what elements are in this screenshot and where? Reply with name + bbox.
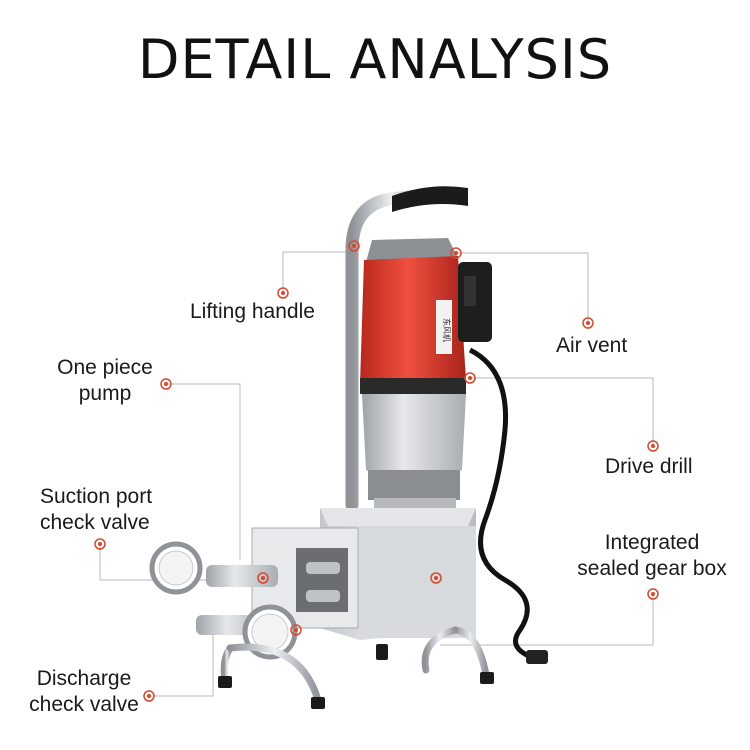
page-title: DETAIL ANALYSIS: [137, 28, 613, 91]
label-air-vent: Air vent: [556, 334, 628, 357]
label-drive-drill: Drive drill: [605, 455, 693, 478]
markers: [94, 240, 659, 702]
label-integrated-gear-box: Integrated sealed gear box: [577, 531, 727, 580]
svg-text:东风机: 东风机: [442, 318, 452, 342]
label-suction-port-check-valve: Suction port check valve: [40, 485, 153, 534]
leader-lines: [99, 251, 654, 697]
label-discharge-check-valve: Discharge check valve: [29, 667, 139, 716]
label-one-piece-pump: One piece pump: [57, 356, 153, 405]
label-lifting-handle: Lifting handle: [190, 300, 315, 323]
